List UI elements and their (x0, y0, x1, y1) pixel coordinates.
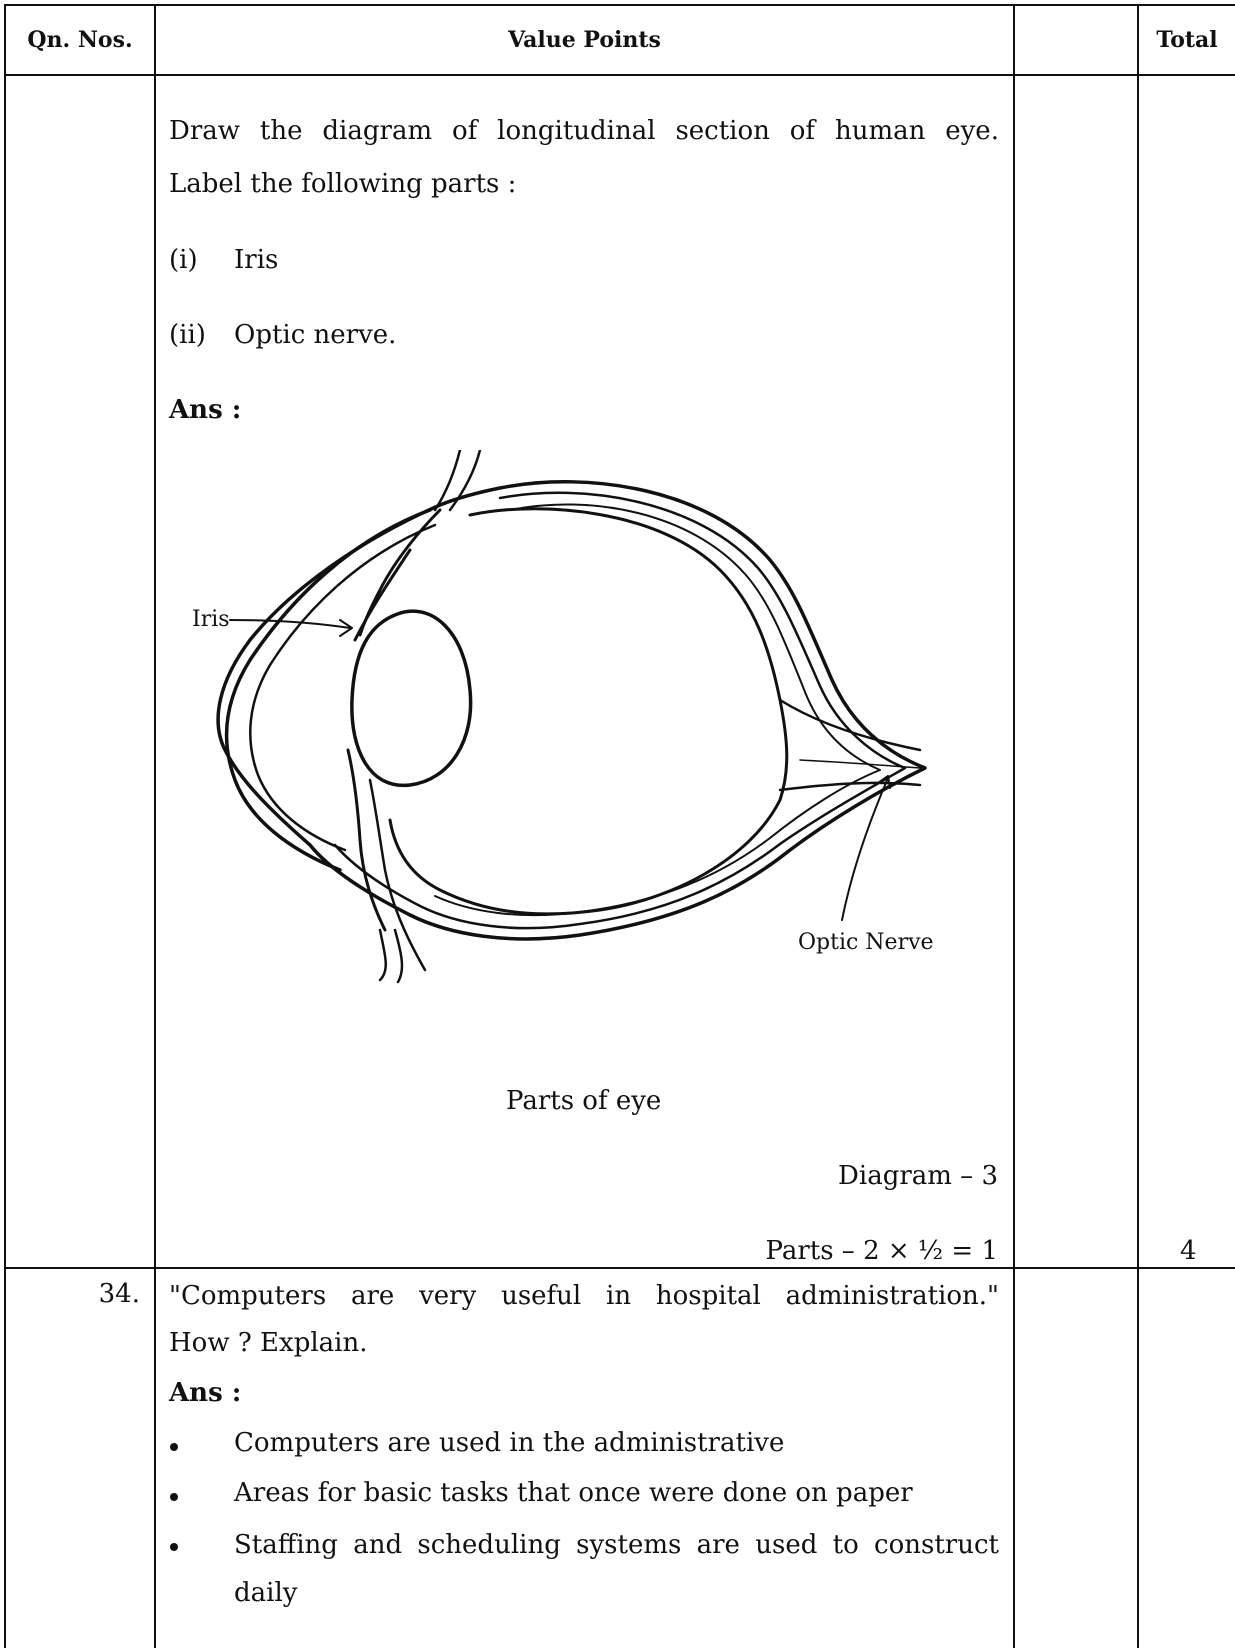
q34-bullet-3-word: and (353, 1530, 402, 1560)
q33-part-i-text: Iris (234, 247, 278, 273)
q34-line-1-word: hospital (656, 1281, 761, 1311)
table-divider-total (1137, 4, 1139, 1648)
q33-question-line-2: Label the following parts : (169, 171, 516, 197)
optic-nerve-lower (780, 783, 920, 790)
q33-ans-label: Ans : (169, 397, 241, 423)
label-optic-nerve: Optic Nerve (798, 930, 934, 955)
q34-line-1-word: useful (501, 1281, 581, 1311)
q34-bullet-3-word: are (697, 1530, 740, 1560)
strand-bottom (380, 930, 386, 980)
q33-line-1-word: diagram (322, 116, 432, 146)
marks-diagram: Diagram – 3 (838, 1163, 998, 1189)
eye-diagram: Iris Optic Nerve (180, 450, 980, 1040)
header-total: Total (1139, 20, 1235, 60)
q34-line-1-word: administration." (786, 1281, 999, 1311)
table-divider-qn (154, 4, 156, 1648)
header-qn-nos: Qn. Nos. (6, 20, 154, 60)
q33-line-1-word: longitudinal (497, 116, 655, 146)
lens (352, 611, 471, 785)
q34-bullet-3-word: systems (576, 1530, 681, 1560)
table-border-left (4, 4, 6, 1648)
header-bottom-rule (4, 74, 1235, 76)
q34-bullet-3-word: to (833, 1530, 859, 1560)
choroid-layer (435, 504, 880, 915)
q34-question-line-2: How ? Explain. (169, 1330, 367, 1356)
q34-line-1-word: in (606, 1281, 631, 1311)
row-separator (4, 1267, 1235, 1269)
iris-pointer-line (230, 620, 350, 628)
q33-part-i-number: (i) (169, 247, 198, 273)
cornea-inner (250, 525, 435, 850)
bullet-dot (170, 1443, 178, 1451)
retina-layer (390, 509, 787, 914)
table-divider-marks (1013, 4, 1015, 1648)
q34-line-1-word: are (351, 1281, 394, 1311)
q33-line-1-word: human (835, 116, 925, 146)
q34-bullet-3-word: scheduling (417, 1530, 560, 1560)
q33-line-1-word: the (260, 116, 303, 146)
table-border-top (4, 4, 1235, 6)
q34-bullet-1: Computers are used in the administrative (234, 1430, 784, 1456)
q33-line-1-word: section (675, 116, 769, 146)
optic-nerve-upper (780, 700, 920, 750)
label-iris: Iris (192, 607, 230, 632)
q33-part-ii-text: Optic nerve. (234, 322, 396, 348)
q33-total: 4 (1180, 1238, 1197, 1264)
q33-line-1-word: of (790, 116, 815, 146)
q34-bullet-2: Areas for basic tasks that once were don… (234, 1480, 913, 1506)
marks-parts: Parts – 2 × ½ = 1 (766, 1238, 999, 1264)
q34-bullet-3-word: Staffing (234, 1530, 338, 1560)
q34-ans-label: Ans : (169, 1380, 241, 1406)
q33-line-1-word: eye. (945, 116, 999, 146)
diagram-caption: Parts of eye (506, 1088, 661, 1114)
q34-bullet-3-line-2: daily (234, 1580, 297, 1606)
bullet-dot (170, 1493, 178, 1501)
q34-line-1-word: "Computers (169, 1281, 326, 1311)
q33-line-1-word: of (452, 116, 477, 146)
header-value-points: Value Points (156, 20, 1013, 60)
q34-number: 34. (99, 1281, 140, 1307)
optic-nerve-fibers (800, 760, 920, 768)
q34-line-1-word: very (419, 1281, 476, 1311)
sclera-inner-layer (335, 493, 905, 928)
q34-bullet-3-word: used (755, 1530, 817, 1560)
q34-bullet-3-word: construct (874, 1530, 999, 1560)
strand-bottom-2 (395, 930, 402, 982)
q33-part-ii-number: (ii) (169, 322, 206, 348)
sclera-outer-layer (218, 482, 925, 939)
bullet-dot (170, 1543, 178, 1551)
q33-line-1-word: Draw (169, 116, 240, 146)
